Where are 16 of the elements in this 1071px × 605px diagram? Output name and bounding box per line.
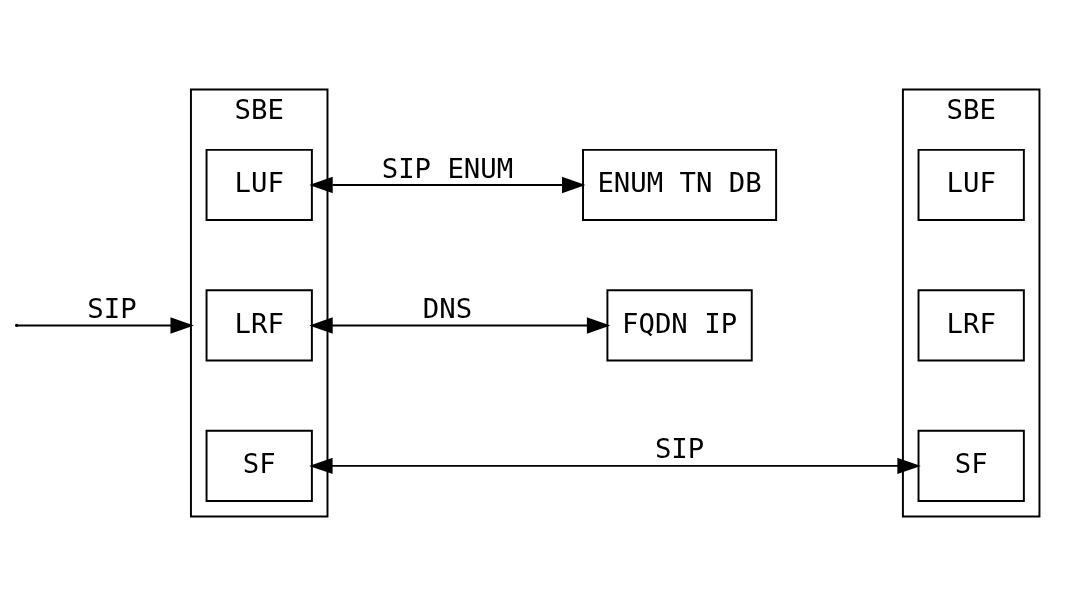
node-box: ENUM TN DB xyxy=(582,148,778,221)
arrow xyxy=(309,176,586,193)
node-box: LRF xyxy=(205,288,313,361)
arrow xyxy=(309,457,921,474)
edge-label: DNS xyxy=(422,292,473,324)
edge-label: SIP ENUM xyxy=(381,152,514,184)
arrow xyxy=(16,316,194,334)
node-box: LUF xyxy=(917,148,1025,221)
node-box: SF xyxy=(205,429,313,502)
edge-label: SIP xyxy=(87,292,137,324)
node-box: FQDN IP xyxy=(606,288,753,361)
node-box: SF xyxy=(917,429,1025,502)
node-box: LRF xyxy=(917,288,1025,361)
arrow xyxy=(309,316,611,334)
edge-label: SIP xyxy=(654,432,705,464)
node-box: LUF xyxy=(205,148,313,221)
